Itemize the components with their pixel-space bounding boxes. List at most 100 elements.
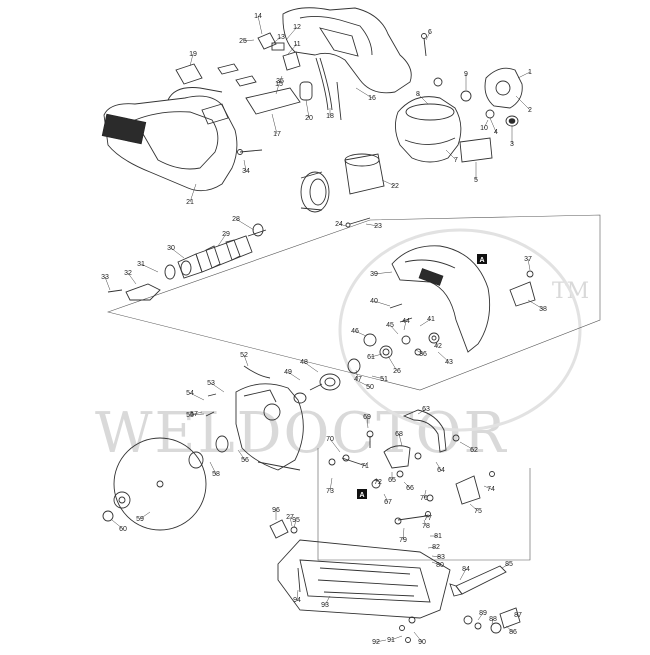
leader-line-64 (435, 461, 442, 471)
callout-label-7: 7 (454, 157, 458, 164)
callout-label-11: 11 (293, 41, 300, 48)
callout-label-62: 62 (470, 447, 478, 454)
fence-clamp (399, 607, 521, 643)
callout-label-63: 63 (422, 406, 430, 413)
leader-line-40 (373, 300, 391, 307)
leader-line-93 (324, 595, 331, 606)
callout-label-60: 60 (119, 526, 127, 533)
leader-line-54 (189, 392, 205, 401)
leader-line-92 (375, 639, 387, 643)
leader-line-44 (403, 320, 407, 331)
callout-label-16: 16 (368, 95, 376, 102)
callout-label-87: 87 (514, 612, 522, 619)
handle-housing (282, 7, 412, 94)
callout-label-66: 66 (406, 485, 414, 492)
callout-label-42: 42 (434, 343, 442, 350)
armature-group-frame (106, 214, 601, 391)
callout-label-47: 47 (354, 376, 362, 383)
spindle-parts (363, 303, 440, 359)
leader-line-53 (210, 382, 225, 393)
callout-label-73: 73 (326, 488, 334, 495)
rip-fence (394, 515, 507, 597)
leader-line-89 (477, 612, 484, 621)
leader-line-23 (365, 223, 379, 227)
leader-line-21 (189, 183, 197, 203)
watermark-swoosh (338, 228, 582, 432)
leader-line-30 (170, 247, 185, 259)
leader-line-87 (515, 613, 519, 616)
switch-parts (175, 32, 495, 163)
leader-line-25 (242, 39, 255, 42)
callout-label-24: 24 (335, 221, 343, 228)
callout-label-32: 32 (124, 270, 132, 277)
leader-line-66 (403, 481, 411, 489)
leader-line-68 (398, 433, 403, 447)
callout-label-26: 26 (393, 368, 401, 375)
leader-line-42 (435, 341, 439, 347)
callout-label-30: 30 (167, 245, 175, 252)
callout-label-45: 45 (386, 322, 394, 329)
marker-flag-top-label: A (480, 257, 485, 264)
leader-line-61 (370, 353, 383, 358)
leader-line-45 (389, 324, 399, 335)
callout-label-82: 82 (432, 544, 440, 551)
callout-label-75: 75 (474, 508, 482, 515)
callout-label-81: 81 (434, 533, 442, 540)
callout-label-94: 94 (293, 597, 301, 604)
leader-line-75 (469, 503, 479, 512)
callout-label-44: 44 (402, 318, 410, 325)
leader-line-29 (217, 233, 227, 247)
leader-line-85 (501, 563, 510, 569)
marker-flag-bottom-label: A (360, 492, 365, 499)
callout-label-56: 56 (241, 457, 249, 464)
leader-line-58 (209, 461, 217, 475)
motor-sleeve (344, 153, 385, 228)
leader-line-6 (425, 31, 431, 41)
callout-label-65: 65 (388, 477, 396, 484)
callout-label-15: 15 (275, 81, 283, 88)
leader-line-32 (127, 272, 137, 285)
callout-label-61: 61 (367, 354, 375, 361)
leader-line-62 (459, 441, 475, 451)
leader-line-59 (139, 511, 151, 520)
leader-line-69 (366, 416, 369, 429)
leader-line-37 (527, 258, 531, 271)
callout-label-13: 13 (277, 34, 285, 41)
leader-line-13 (271, 36, 282, 45)
callout-label-37: 37 (524, 256, 532, 263)
callout-label-43: 43 (445, 359, 453, 366)
callout-label-67: 67 (384, 499, 392, 506)
callout-label-74: 74 (487, 486, 495, 493)
marker-flag-bottom (357, 489, 367, 499)
callout-label-9: 9 (464, 71, 468, 78)
leader-line-36 (415, 349, 424, 355)
callout-label-71: 71 (361, 463, 369, 470)
callout-label-78: 78 (422, 523, 430, 530)
callout-label-90: 90 (418, 639, 426, 646)
callout-label-22: 22 (391, 183, 399, 190)
leader-line-83 (431, 555, 442, 558)
callout-label-54: 54 (186, 390, 194, 397)
callout-label-50: 50 (366, 384, 374, 391)
callout-label-92: 92 (372, 639, 380, 646)
callout-label-85: 85 (505, 561, 513, 568)
motor-housing-left (101, 87, 238, 192)
leader-line-86 (505, 625, 514, 633)
leader-line-12 (285, 26, 298, 41)
callout-label-57: 57 (190, 411, 198, 418)
leader-line-74 (483, 485, 492, 490)
leader-line-84 (459, 568, 467, 581)
leader-line-19 (189, 53, 194, 67)
marker-flag-top (477, 254, 487, 264)
leader-line-63 (417, 408, 427, 415)
callout-label-10: 10 (480, 125, 488, 132)
callout-label-83: 83 (437, 554, 445, 561)
leader-line-35 (279, 75, 283, 82)
leader-line-82 (427, 546, 437, 549)
callout-label-59: 59 (136, 516, 144, 523)
leader-line-22 (381, 179, 396, 187)
leader-line-57 (193, 411, 203, 415)
saw-blade (113, 437, 207, 531)
callout-label-41: 41 (427, 316, 435, 323)
callout-label-12: 12 (293, 24, 301, 31)
